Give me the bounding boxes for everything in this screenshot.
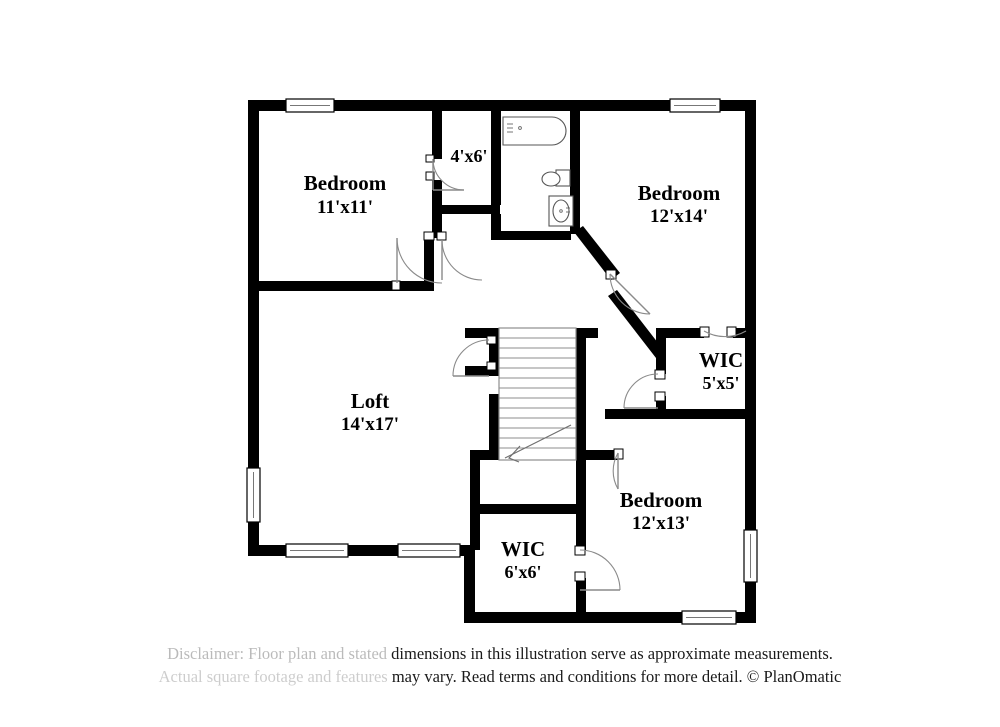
wall-wic5-north-right (733, 328, 755, 338)
disclaimer-line-1: Disclaimer: Floor plan and stated dimens… (0, 642, 1000, 665)
exterior-walls (248, 100, 756, 623)
window-loft-south-right (397, 543, 461, 558)
disclaimer-line-1-clear: dimensions in this illustration serve as… (391, 644, 833, 663)
wall-south-lower (464, 612, 756, 623)
room-label-loft-name: Loft (351, 389, 390, 413)
room-label-bedroom-12x14-dims: 12'x14' (650, 206, 708, 227)
wall-north (248, 100, 756, 111)
disclaimer-text: Disclaimer: Floor plan and stated dimens… (0, 642, 1000, 689)
door-bedroom-12x13[interactable] (612, 448, 624, 490)
room-label-loft-dims: 14'x17' (341, 414, 399, 435)
room-label-bedroom-11x11-name: Bedroom (304, 171, 387, 195)
wall-wic6-north (475, 504, 585, 514)
wall-loft-east-lower (470, 450, 480, 550)
wall-stairs-north-east (576, 328, 598, 338)
wall-hall-north (501, 231, 571, 240)
toilet-fixture (541, 169, 571, 187)
wall-diagonal-upper (574, 226, 620, 280)
wall-wic5-west-lower (656, 396, 666, 418)
window-bedroom-12x13-south (681, 610, 737, 625)
stair-direction-arrow (504, 424, 572, 463)
wall-wic5-north-left (656, 328, 704, 338)
wall-loft-closet-south (465, 366, 499, 376)
door-wic-5x5-west[interactable] (623, 369, 666, 409)
wall-loft-closet-north (465, 328, 499, 338)
wall-south-loft (248, 545, 470, 556)
bathroom-fixtures (502, 116, 574, 227)
room-label-wic-5x5-name: WIC (699, 348, 743, 372)
disclaimer-line-2-faded: Actual square footage and features (158, 667, 388, 687)
room-label-bedroom-12x13-name: Bedroom (620, 488, 703, 512)
wall-diagonal-lower (608, 290, 665, 358)
disclaimer-line-2-clear: may vary. Read terms and conditions for … (391, 667, 842, 687)
wall-wic5-west-upper (656, 328, 666, 374)
wall-hall-east-upper (570, 111, 580, 234)
wall-wic6-west (464, 545, 475, 623)
sink-fixture (548, 195, 574, 227)
wall-west (248, 100, 259, 556)
window-bedroom-11x11-north (285, 98, 335, 113)
wall-hall-south-right (605, 409, 657, 419)
wall-wic5-south (656, 409, 755, 419)
wall-wic6-east-mid (576, 514, 586, 550)
door-bathroom[interactable] (425, 154, 465, 191)
wall-wic6-east-upper (576, 450, 586, 514)
interior-walls (259, 111, 755, 623)
wall-stairs-south (470, 450, 499, 460)
door-wic-6x6[interactable] (574, 545, 621, 591)
room-label-bedroom-12x14-name: Bedroom (638, 181, 721, 205)
room-label-wic-6x6-name: WIC (501, 537, 545, 561)
wall-bath-east-lower (491, 214, 501, 240)
wall-bed13-north-left (586, 450, 618, 460)
room-label-bedroom-11x11-dims: 11'x11' (317, 197, 373, 218)
window-bedroom-12x14-north (669, 98, 721, 113)
wall-bed11-south (259, 281, 434, 291)
room-labels: Bedroom 11'x11' 4'x6' Bedroom 12'x14' WI… (304, 146, 743, 582)
wall-bath-east-upper (491, 111, 501, 205)
wall-east (745, 100, 756, 612)
disclaimer-line-1-faded: Disclaimer: Floor plan and stated (167, 644, 388, 663)
wall-bed11-east-upper (432, 111, 442, 159)
room-label-wic-6x6-dims: 6'x6' (504, 562, 541, 582)
wall-stairs-west-lower (489, 394, 499, 460)
door-loft-closet[interactable] (452, 335, 497, 377)
wall-wic6-east-lower (576, 578, 586, 623)
wall-bath-south (432, 205, 500, 214)
door-bedroom-11x11[interactable] (391, 231, 443, 291)
window-loft-west (246, 467, 261, 523)
bathtub-fixture (502, 116, 567, 146)
windows (246, 98, 758, 625)
room-label-wic-5x5-dims: 5'x5' (702, 373, 739, 393)
door-linen-closet[interactable] (436, 231, 483, 281)
disclaimer-line-2: Actual square footage and features may v… (0, 665, 1000, 688)
wall-bed11-southeast (424, 238, 434, 291)
wall-stairs-west-upper (489, 328, 499, 376)
door-bedroom-12x14[interactable] (605, 269, 651, 315)
window-bedroom-12x13-east (743, 529, 758, 583)
wall-stairs-east (576, 328, 586, 458)
doors (391, 154, 747, 591)
window-loft-south-left (285, 543, 349, 558)
staircase (498, 327, 577, 463)
door-wic-5x5-north[interactable] (699, 326, 747, 338)
room-label-bathroom-dims: 4'x6' (450, 146, 487, 166)
room-label-bedroom-12x13-dims: 12'x13' (632, 513, 690, 534)
